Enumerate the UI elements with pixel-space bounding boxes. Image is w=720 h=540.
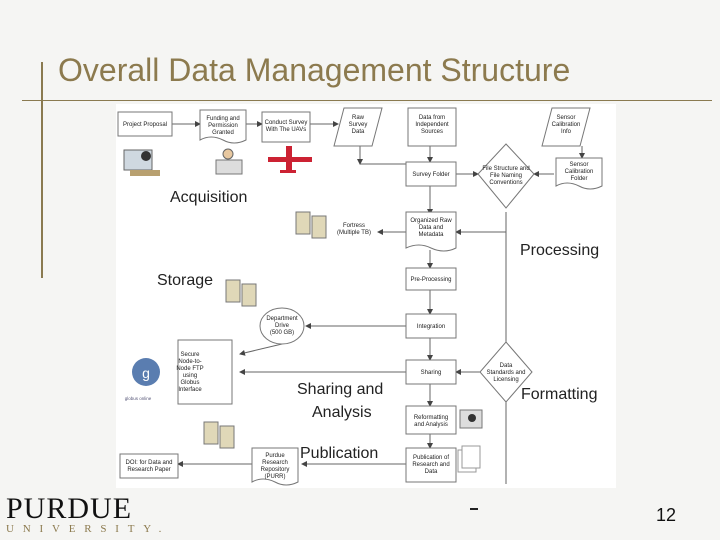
node-organized-3: Metadata	[418, 232, 444, 238]
node-conduct-survey-2: With The UAVs	[266, 127, 306, 133]
node-sensor-info-2: Calibration	[552, 122, 581, 128]
node-organized-2: Data and	[419, 225, 443, 231]
logo-wordmark: PURDUE	[6, 492, 132, 526]
phase-formatting: Formatting	[521, 386, 597, 403]
node-purr-4: (PURR)	[265, 474, 286, 480]
node-ftp-4: using	[183, 373, 197, 379]
node-doi-2: Research Paper	[127, 467, 170, 473]
node-independent-1: Data from	[419, 115, 445, 121]
node-funding-1: Funding and	[206, 116, 239, 122]
data-management-diagram: Project Proposal Funding and Permission …	[116, 104, 616, 488]
node-standards-2: Standards and	[486, 370, 525, 376]
server-icon-fortress	[296, 212, 326, 238]
node-pre-processing: Pre-Processing	[410, 277, 451, 283]
node-organized-1: Organized Raw	[410, 218, 452, 224]
node-integration: Integration	[417, 324, 445, 330]
node-standards-1: Data	[500, 363, 513, 369]
node-purr-3: Repository	[261, 467, 290, 473]
node-dept-drive-3: (500 GB)	[270, 330, 294, 336]
phase-sharing-line1: Sharing and	[297, 381, 383, 398]
node-independent-3: Sources	[421, 129, 443, 135]
node-sensor-info-1: Sensor	[556, 115, 575, 121]
title-horizontal-rule	[22, 100, 712, 101]
node-reformat-2: and Analysis	[414, 422, 448, 428]
node-raw-survey-2: Survey	[349, 122, 368, 128]
title-vertical-rule	[41, 62, 43, 278]
workstation-icon-analysis	[460, 410, 482, 428]
phase-publication: Publication	[300, 445, 378, 462]
node-conduct-survey-1: Conduct Survey	[265, 120, 308, 126]
globus-icon: g	[132, 358, 160, 386]
node-file-structure-2: File Naming	[490, 173, 522, 179]
phase-sharing-line2: Analysis	[312, 404, 372, 421]
footer-dash	[470, 508, 478, 510]
node-independent-2: Independent	[415, 122, 449, 128]
node-sensor-info-3: Info	[561, 129, 572, 135]
person-desk-icon	[216, 149, 242, 174]
globus-label: globus online	[125, 396, 152, 401]
node-purr-2: Research	[262, 460, 288, 466]
node-doi-1: DOI: for Data and	[125, 460, 172, 466]
workstation-icon	[124, 150, 160, 176]
diagram-svg: Project Proposal Funding and Permission …	[116, 104, 616, 488]
node-ftp-3: Node FTP	[176, 366, 203, 372]
node-funding-3: Granted	[212, 130, 234, 136]
node-sensor-folder-2: Calibration	[565, 169, 594, 175]
node-survey-folder: Survey Folder	[412, 172, 449, 178]
node-file-structure-1: File Structure and	[482, 166, 529, 172]
node-publication-3: Data	[425, 469, 438, 475]
node-funding-2: Permission	[208, 123, 238, 129]
node-sensor-folder-3: Folder	[570, 176, 587, 182]
page-number: 12	[656, 505, 676, 526]
node-publication-1: Publication of	[413, 455, 449, 461]
node-dept-drive-1: Department	[266, 316, 298, 322]
node-project-proposal: Project Proposal	[123, 122, 167, 128]
airplane-icon	[268, 146, 312, 173]
purdue-logo: PURDUE UNIVERSITY.	[6, 492, 156, 536]
node-raw-survey-1: Raw	[352, 115, 365, 121]
node-fortress-2: (Multiple TB)	[337, 230, 371, 236]
server-icon-storage	[226, 280, 256, 306]
node-publication-2: Research and	[412, 462, 449, 468]
node-raw-survey-3: Data	[352, 129, 365, 135]
node-reformat-1: Reformatting	[414, 415, 448, 421]
papers-icon	[458, 446, 480, 472]
slide-title: Overall Data Management Structure	[58, 52, 570, 89]
phase-processing: Processing	[520, 242, 599, 259]
node-file-structure-3: Conventions	[489, 180, 522, 186]
server-icon-publication	[204, 422, 234, 448]
svg-text:g: g	[142, 365, 150, 381]
node-dept-drive-2: Drive	[275, 323, 290, 329]
node-ftp-2: Node-to-	[178, 359, 201, 365]
node-ftp-6: Interface	[178, 387, 202, 393]
node-purr-1: Purdue	[265, 453, 285, 459]
flow-boxes	[118, 108, 602, 485]
node-ftp-1: Secure	[180, 352, 200, 358]
node-sensor-folder-1: Sensor	[569, 162, 588, 168]
phase-acquisition: Acquisition	[170, 189, 247, 206]
node-standards-3: Licensing	[493, 377, 518, 383]
logo-subtitle: UNIVERSITY.	[6, 523, 170, 535]
node-fortress-1: Fortress	[343, 223, 365, 229]
node-sharing: Sharing	[421, 370, 442, 376]
node-labels: Project Proposal Funding and Permission …	[123, 115, 593, 480]
node-ftp-5: Globus	[180, 380, 199, 386]
phase-storage: Storage	[157, 272, 213, 289]
